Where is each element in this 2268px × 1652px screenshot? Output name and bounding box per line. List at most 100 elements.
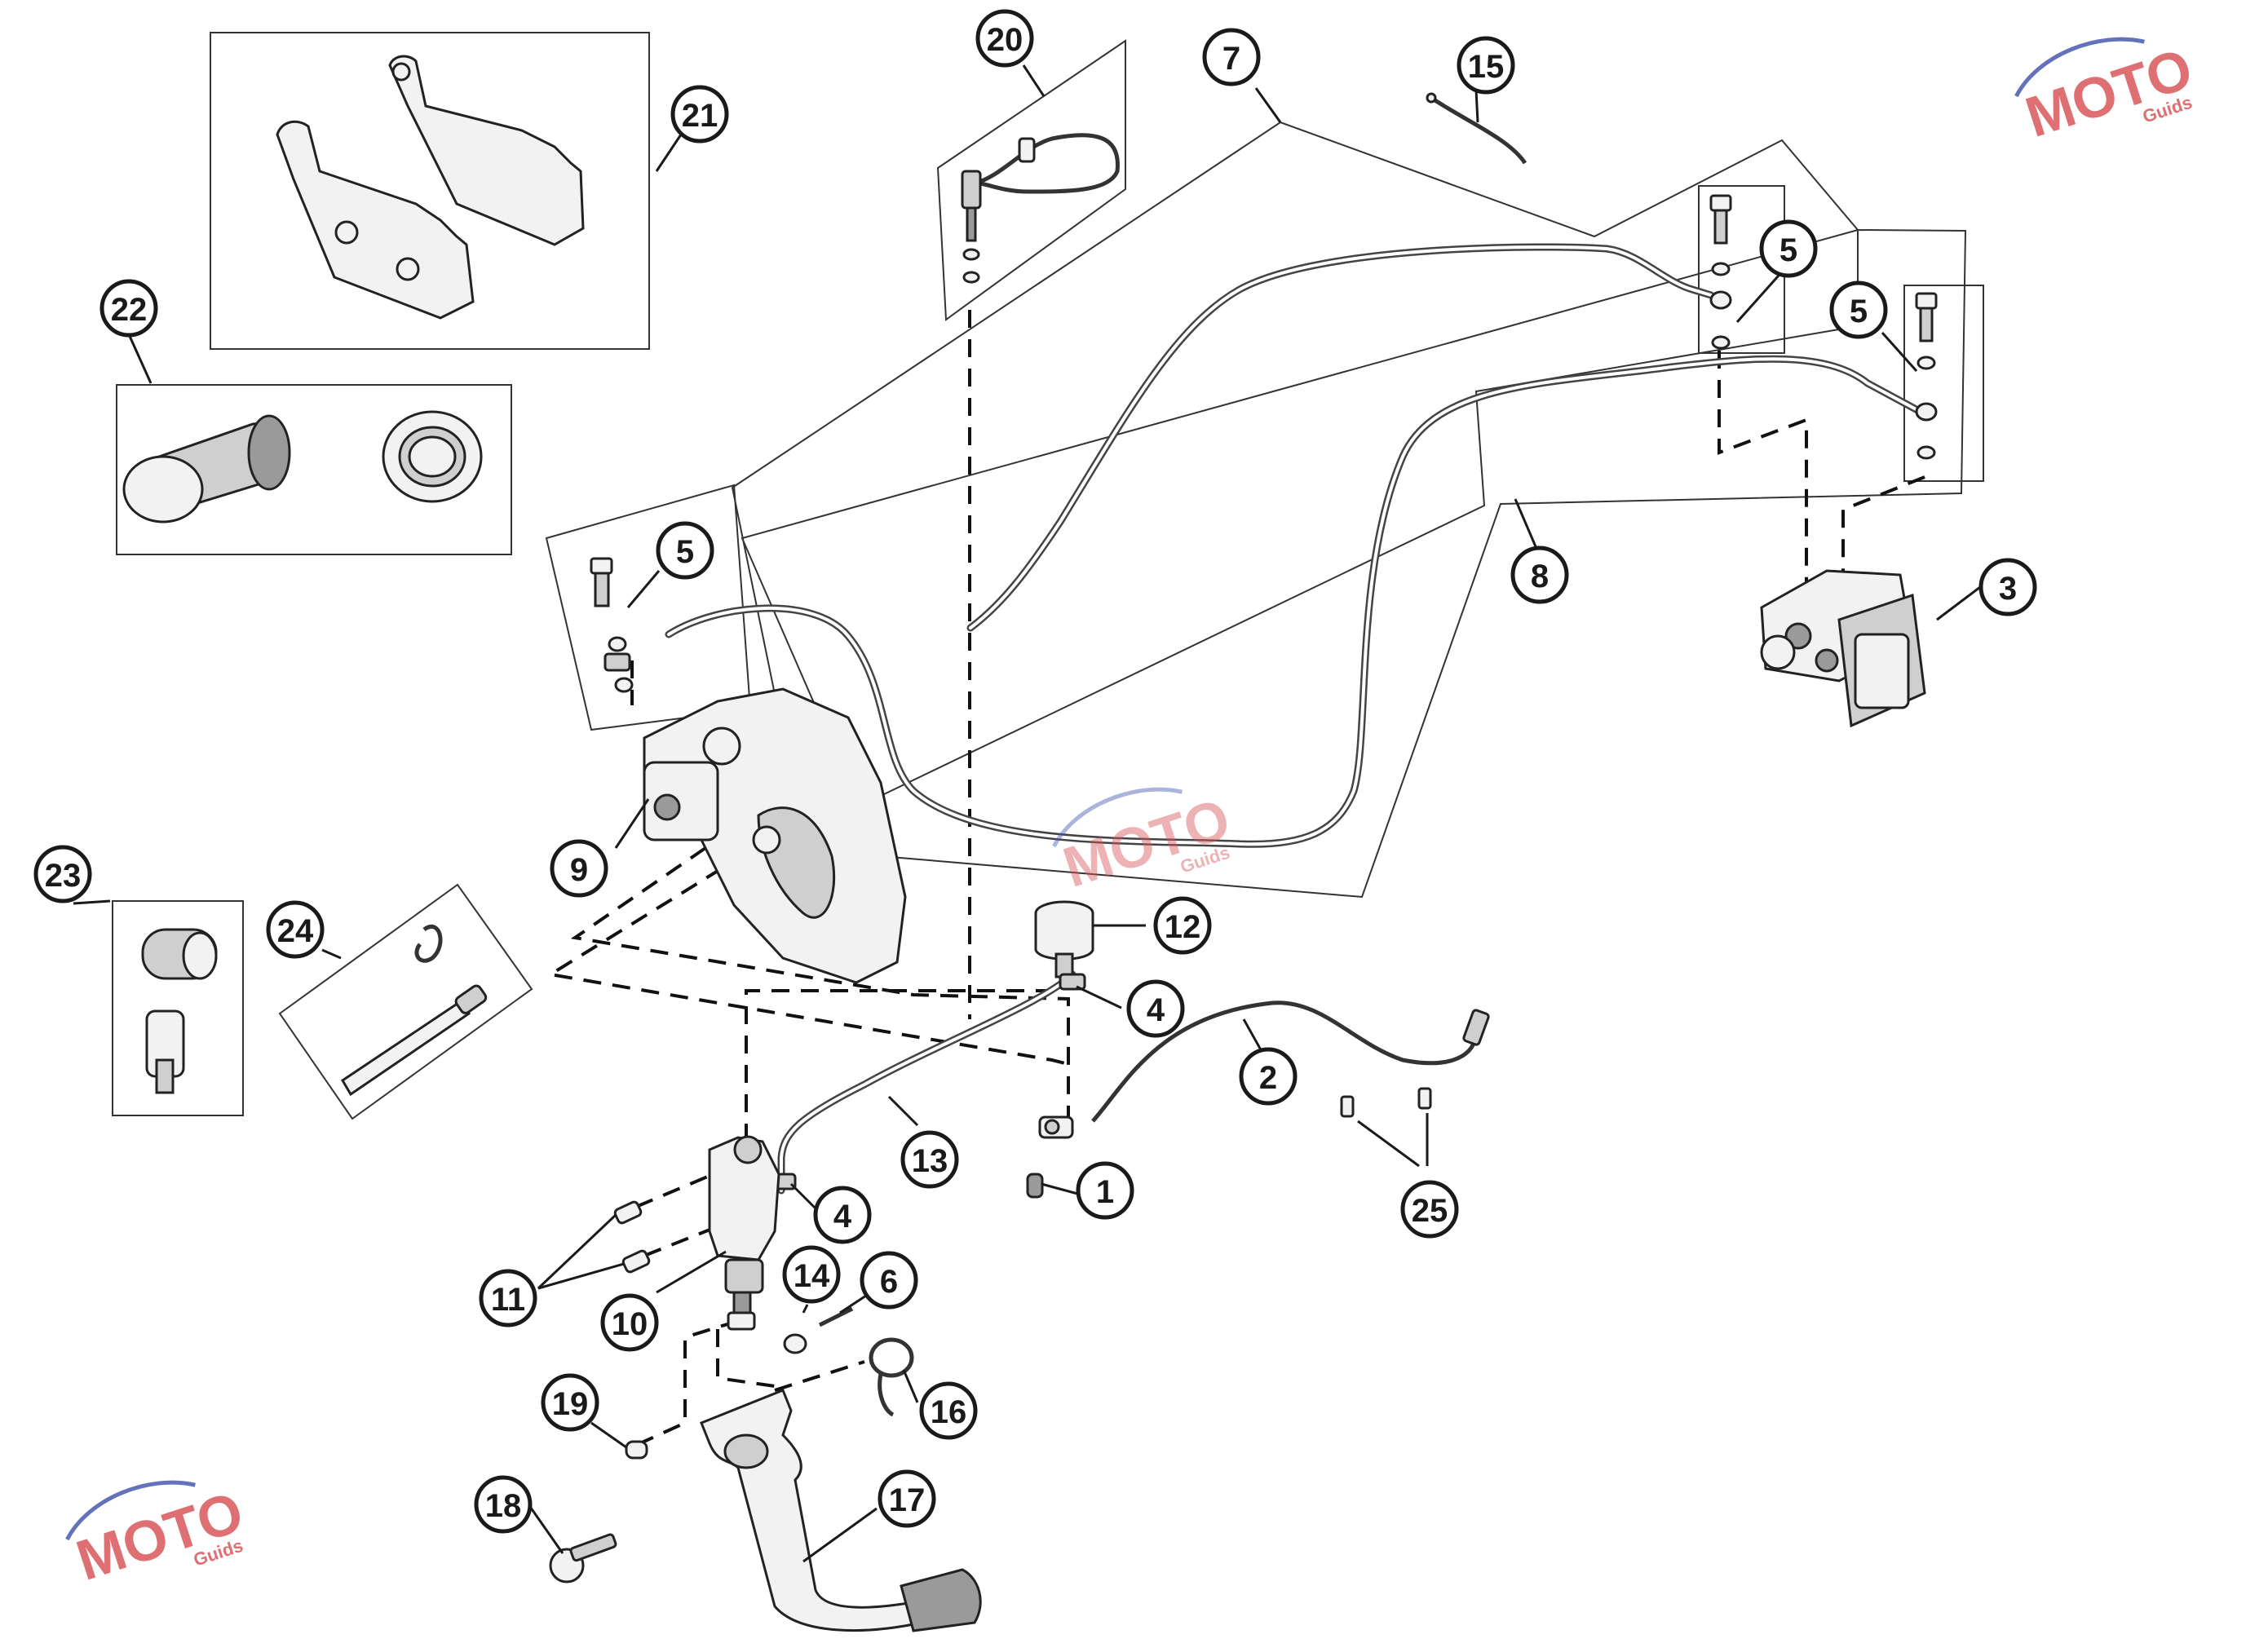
svg-text:11: 11	[491, 1282, 525, 1318]
cable-tie-part-15	[1426, 92, 1527, 165]
hose-clamp-part-4-top	[1059, 973, 1086, 991]
callout-16: 16	[919, 1381, 978, 1440]
hose-7-frame	[731, 121, 1859, 817]
leader-11b	[537, 1262, 625, 1290]
callout-10: 10	[600, 1293, 659, 1352]
caliper-piston-part-22	[122, 410, 483, 523]
svg-text:24: 24	[277, 913, 314, 949]
banjo-bolt-group-right	[1709, 194, 1732, 350]
svg-text:5: 5	[1850, 294, 1868, 329]
sensor-frame	[936, 39, 1126, 321]
caliper-bolt-frame	[545, 484, 752, 731]
brake-hose-13	[777, 970, 1077, 1195]
svg-text:15: 15	[1468, 49, 1505, 85]
bolts-part-11	[613, 1200, 651, 1274]
leader-8	[1514, 498, 1539, 551]
svg-text:16: 16	[931, 1394, 967, 1430]
leader-5c	[1881, 332, 1918, 372]
leader-7	[1254, 87, 1282, 123]
banjo-bolt-group-far-right	[1915, 292, 1938, 460]
pedal-bolt-part-18	[549, 1533, 617, 1584]
callout-24: 24	[266, 900, 325, 959]
callout-2: 2	[1239, 1047, 1298, 1106]
dashed-line-pivot	[716, 1329, 776, 1388]
callout-15: 15	[1457, 36, 1515, 95]
dashed-line-bolts-11	[635, 1174, 717, 1257]
leader-3	[1936, 585, 1981, 621]
bolt-kit-frame-far-right	[1903, 285, 1984, 482]
svg-text:5: 5	[676, 534, 694, 570]
callout-9: 9	[550, 839, 608, 898]
connector-caps-part-25	[1340, 1087, 1432, 1118]
callout-8: 8	[1510, 546, 1569, 604]
leader-24	[321, 948, 342, 960]
callout-23: 23	[33, 845, 92, 903]
abs-unit-part-3	[1760, 569, 1926, 728]
callout-20: 20	[975, 9, 1034, 68]
brake-pads-frame	[210, 32, 650, 350]
callout-7: 7	[1202, 28, 1261, 86]
pivot-pin-part-19	[625, 1440, 648, 1460]
callout-1: 1	[1076, 1161, 1134, 1220]
svg-text:6: 6	[880, 1264, 898, 1300]
svg-text:25: 25	[1412, 1193, 1448, 1229]
svg-text:7: 7	[1222, 41, 1240, 77]
leader-14	[802, 1304, 809, 1314]
brake-switch-part-1	[1026, 1115, 1074, 1199]
callout-22: 22	[99, 279, 158, 338]
svg-text:19: 19	[552, 1386, 589, 1422]
callout-5-left: 5	[656, 521, 714, 580]
watermark-logo-top-right: MOTO Guids	[2014, 36, 2200, 149]
svg-text:22: 22	[111, 292, 148, 328]
callout-6: 6	[860, 1251, 918, 1310]
svg-text:1: 1	[1096, 1174, 1114, 1210]
svg-text:MOTO: MOTO	[1056, 786, 1238, 899]
svg-text:21: 21	[682, 98, 718, 134]
pressure-switch-part-20	[961, 133, 1120, 284]
svg-text:8: 8	[1531, 559, 1549, 594]
brake-hose-8	[665, 355, 1925, 848]
leader-22	[127, 333, 153, 384]
svg-text:3: 3	[1999, 571, 2017, 607]
leader-11a	[537, 1213, 617, 1290]
callout-5-right: 5	[1759, 219, 1818, 278]
callout-13: 13	[900, 1130, 959, 1189]
caliper-part-9	[643, 687, 907, 984]
callout-19: 19	[541, 1373, 599, 1432]
svg-text:MOTO: MOTO	[2018, 36, 2200, 149]
leader-19	[590, 1421, 627, 1449]
leader-18	[527, 1504, 564, 1554]
leader-10	[656, 1250, 727, 1294]
reservoir-part-12	[1034, 900, 1094, 978]
dashed-line-caliper-mount	[546, 846, 1070, 1129]
brake-pedal-part-17	[700, 1389, 982, 1632]
callout-17: 17	[878, 1469, 936, 1528]
svg-text:9: 9	[570, 852, 588, 888]
caliper-piston-frame	[116, 384, 512, 555]
callout-25: 25	[1400, 1180, 1459, 1239]
master-cylinder-part-10	[708, 1135, 780, 1331]
leader-4a	[1076, 985, 1122, 1009]
dashed-line-master-cylinder	[745, 989, 1060, 1142]
svg-text:20: 20	[987, 22, 1023, 58]
pin-kit-frame	[278, 883, 533, 1120]
svg-text:MOTO: MOTO	[69, 1479, 251, 1592]
leader-15	[1474, 89, 1479, 123]
banjo-bolt-group-left	[590, 557, 634, 693]
callout-12: 12	[1153, 896, 1212, 955]
pin-kit-part-24	[340, 924, 488, 1097]
wire-part-2	[1091, 1000, 1490, 1123]
callout-18: 18	[474, 1475, 533, 1534]
dashed-line-spring	[774, 1360, 865, 1392]
svg-text:14: 14	[794, 1258, 830, 1294]
leader-25a	[1357, 1120, 1420, 1168]
leader-17	[802, 1507, 878, 1563]
callout-4-top: 4	[1126, 979, 1185, 1038]
leader-1b	[1041, 1182, 1081, 1196]
brake-hose-7	[966, 243, 1715, 632]
callout-4-bottom: 4	[813, 1186, 872, 1244]
svg-text:23: 23	[45, 858, 82, 894]
svg-text:10: 10	[612, 1306, 648, 1342]
callout-5-far-right: 5	[1829, 280, 1888, 339]
